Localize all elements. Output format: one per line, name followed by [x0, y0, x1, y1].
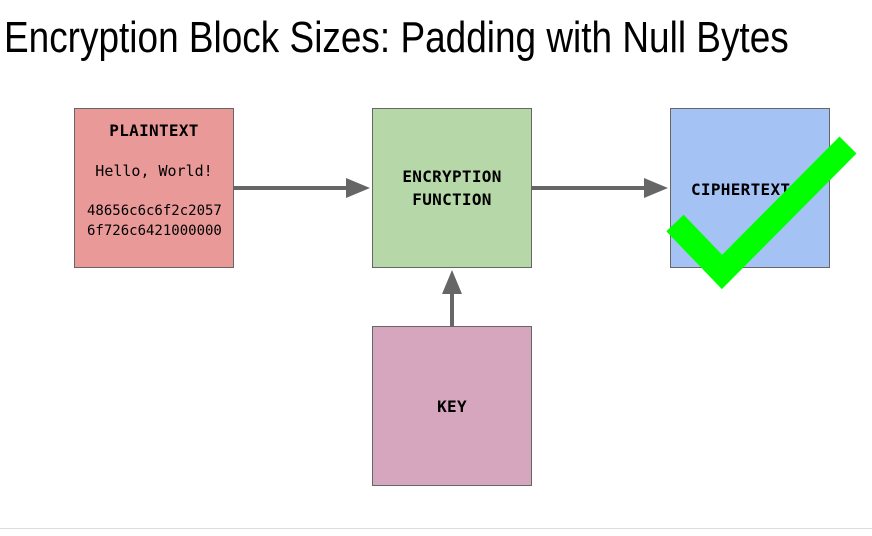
arrow-key-to-encryption: [442, 270, 462, 326]
key-box: KEY: [372, 326, 532, 486]
encryption-function-box: ENCRYPTION FUNCTION: [372, 108, 532, 268]
plaintext-hex: 48656c6c6f2c20576f726c6421000000: [87, 203, 222, 239]
slide-title: Encryption Block Sizes: Padding with Nul…: [4, 13, 789, 62]
bottom-divider: [0, 528, 872, 529]
encryption-function-label: ENCRYPTION FUNCTION: [402, 167, 502, 209]
key-label: KEY: [437, 396, 467, 416]
ciphertext-box: CIPHERTEXT: [670, 108, 830, 268]
ciphertext-label: CIPHERTEXT: [691, 180, 791, 199]
plaintext-label: PLAINTEXT: [109, 121, 199, 140]
arrow-encryption-to-ciphertext: [532, 178, 668, 198]
plaintext-box: PLAINTEXT Hello, World! 48656c6c6f2c2057…: [74, 108, 234, 268]
plaintext-message: Hello, World!: [95, 162, 213, 180]
arrow-plaintext-to-encryption: [234, 178, 370, 198]
